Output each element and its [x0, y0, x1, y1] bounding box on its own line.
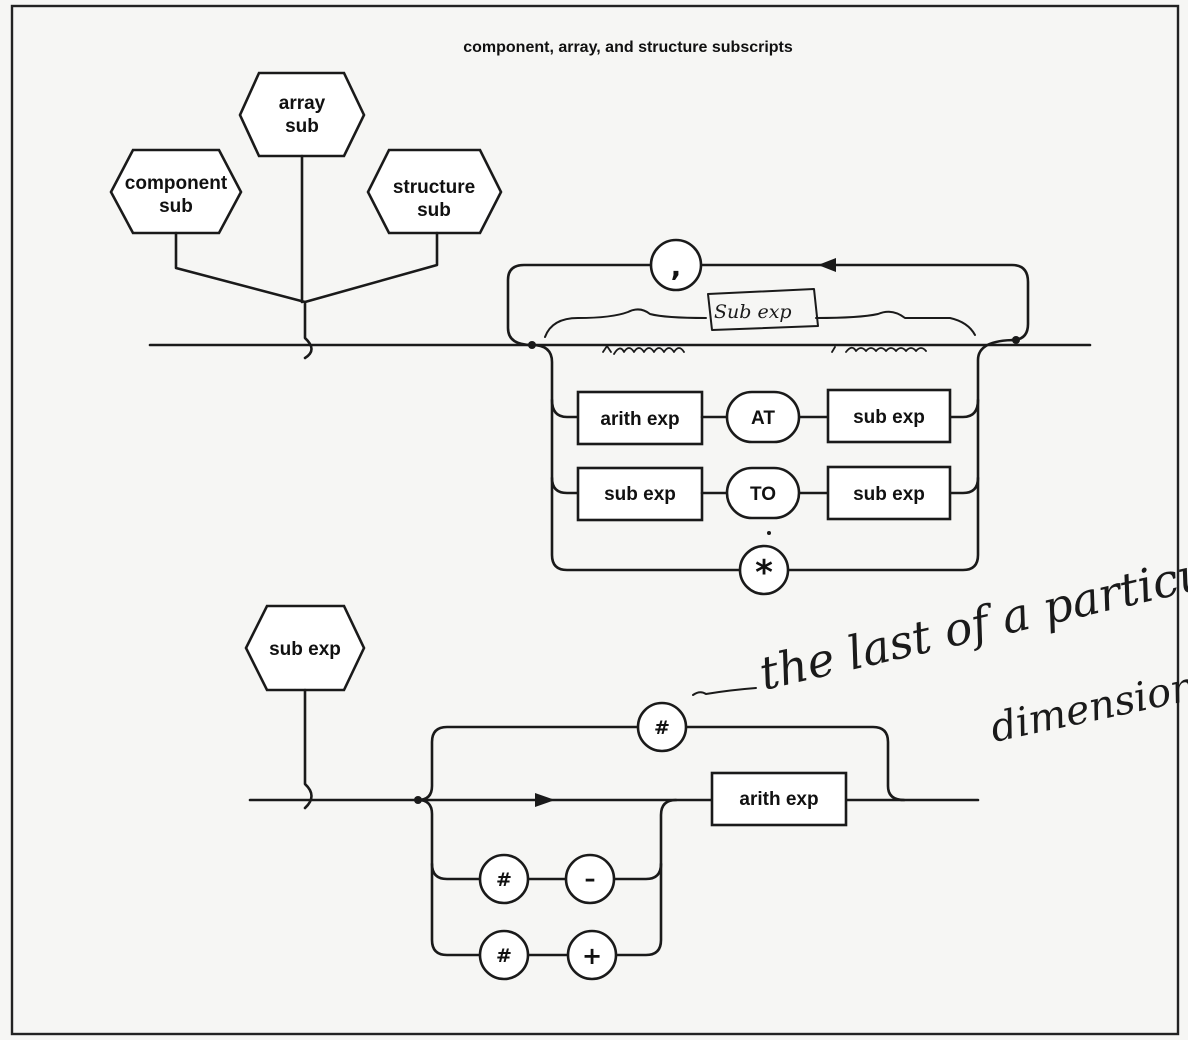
sub-exp-hexagon-connector	[303, 688, 313, 810]
sub-exp-hexagon-label: sub exp	[269, 639, 341, 660]
minus-symbol: –	[585, 867, 596, 892]
hash-token-minus-row: #	[478, 853, 530, 905]
component-sub-label-line2: sub	[159, 196, 193, 217]
sub-exp-box-1: sub exp	[826, 388, 952, 444]
array-sub-hexagon: array sub	[238, 71, 366, 158]
structure-sub-label-line2: sub	[417, 200, 451, 221]
structure-sub-label-line1: structure	[393, 177, 475, 198]
asterisk-token: *	[738, 544, 790, 596]
row-to-branch	[550, 476, 980, 495]
handwritten-brace-annotation: Sub exp	[544, 288, 976, 355]
minus-token: –	[564, 853, 616, 905]
sub-exp-label-2: sub exp	[604, 484, 676, 505]
hash-top-symbol: #	[654, 717, 670, 739]
stray-dot	[767, 531, 771, 535]
junction-hook	[303, 300, 313, 360]
arith-exp-box: arith exp	[576, 390, 704, 446]
handwritten-sub-exp: Sub exp	[714, 301, 792, 323]
hash-plus-symbol: #	[496, 945, 512, 967]
structure-sub-connector	[303, 231, 439, 304]
sub-exp-hexagon: sub exp	[244, 604, 366, 692]
component-sub-label-line1: component	[125, 173, 228, 194]
row-at-branch	[550, 398, 980, 419]
at-label: AT	[751, 408, 775, 429]
handwritten-note-line2: dimension.	[987, 661, 1188, 752]
arith-exp-label: arith exp	[600, 409, 679, 430]
comma-loop	[506, 263, 1030, 347]
sub-exp-label-3: sub exp	[853, 484, 925, 505]
to-label: TO	[750, 484, 776, 505]
alternatives-bracket	[530, 338, 1018, 572]
row-hash-minus-branch	[430, 862, 663, 881]
to-keyword: TO	[725, 466, 801, 520]
structure-sub-hexagon: structure sub	[366, 148, 503, 235]
page-title: component, array, and structure subscrip…	[463, 39, 793, 56]
sub-exp-box-2: sub exp	[576, 466, 704, 522]
page-border	[10, 4, 1180, 1036]
lower-alternatives-bracket	[416, 798, 678, 957]
arith-exp-label-2: arith exp	[739, 789, 818, 810]
arith-exp-box-2: arith exp	[710, 771, 848, 827]
handwritten-note-line1: the last of a particular	[754, 530, 1188, 701]
sub-exp-label-1: sub exp	[853, 407, 925, 428]
asterisk-symbol: *	[755, 553, 773, 593]
hash-token-top: #	[636, 701, 688, 753]
comma-symbol: ,	[671, 250, 682, 283]
array-sub-label-line2: sub	[285, 116, 319, 137]
sub-exp-box-3: sub exp	[826, 465, 952, 521]
hash-minus-symbol: #	[496, 869, 512, 891]
comma-token: ,	[649, 238, 703, 292]
plus-token: +	[566, 929, 618, 981]
plus-symbol: +	[582, 942, 602, 970]
comma-loop-arrow	[818, 258, 836, 272]
array-sub-label-line1: array	[279, 93, 326, 114]
hash-token-plus-row: #	[478, 929, 530, 981]
component-sub-hexagon: component sub	[109, 148, 243, 235]
hash-bypass-loop	[416, 725, 906, 802]
main-line-2-arrow	[535, 793, 555, 807]
at-keyword: AT	[725, 390, 801, 444]
component-sub-connector	[174, 231, 307, 304]
